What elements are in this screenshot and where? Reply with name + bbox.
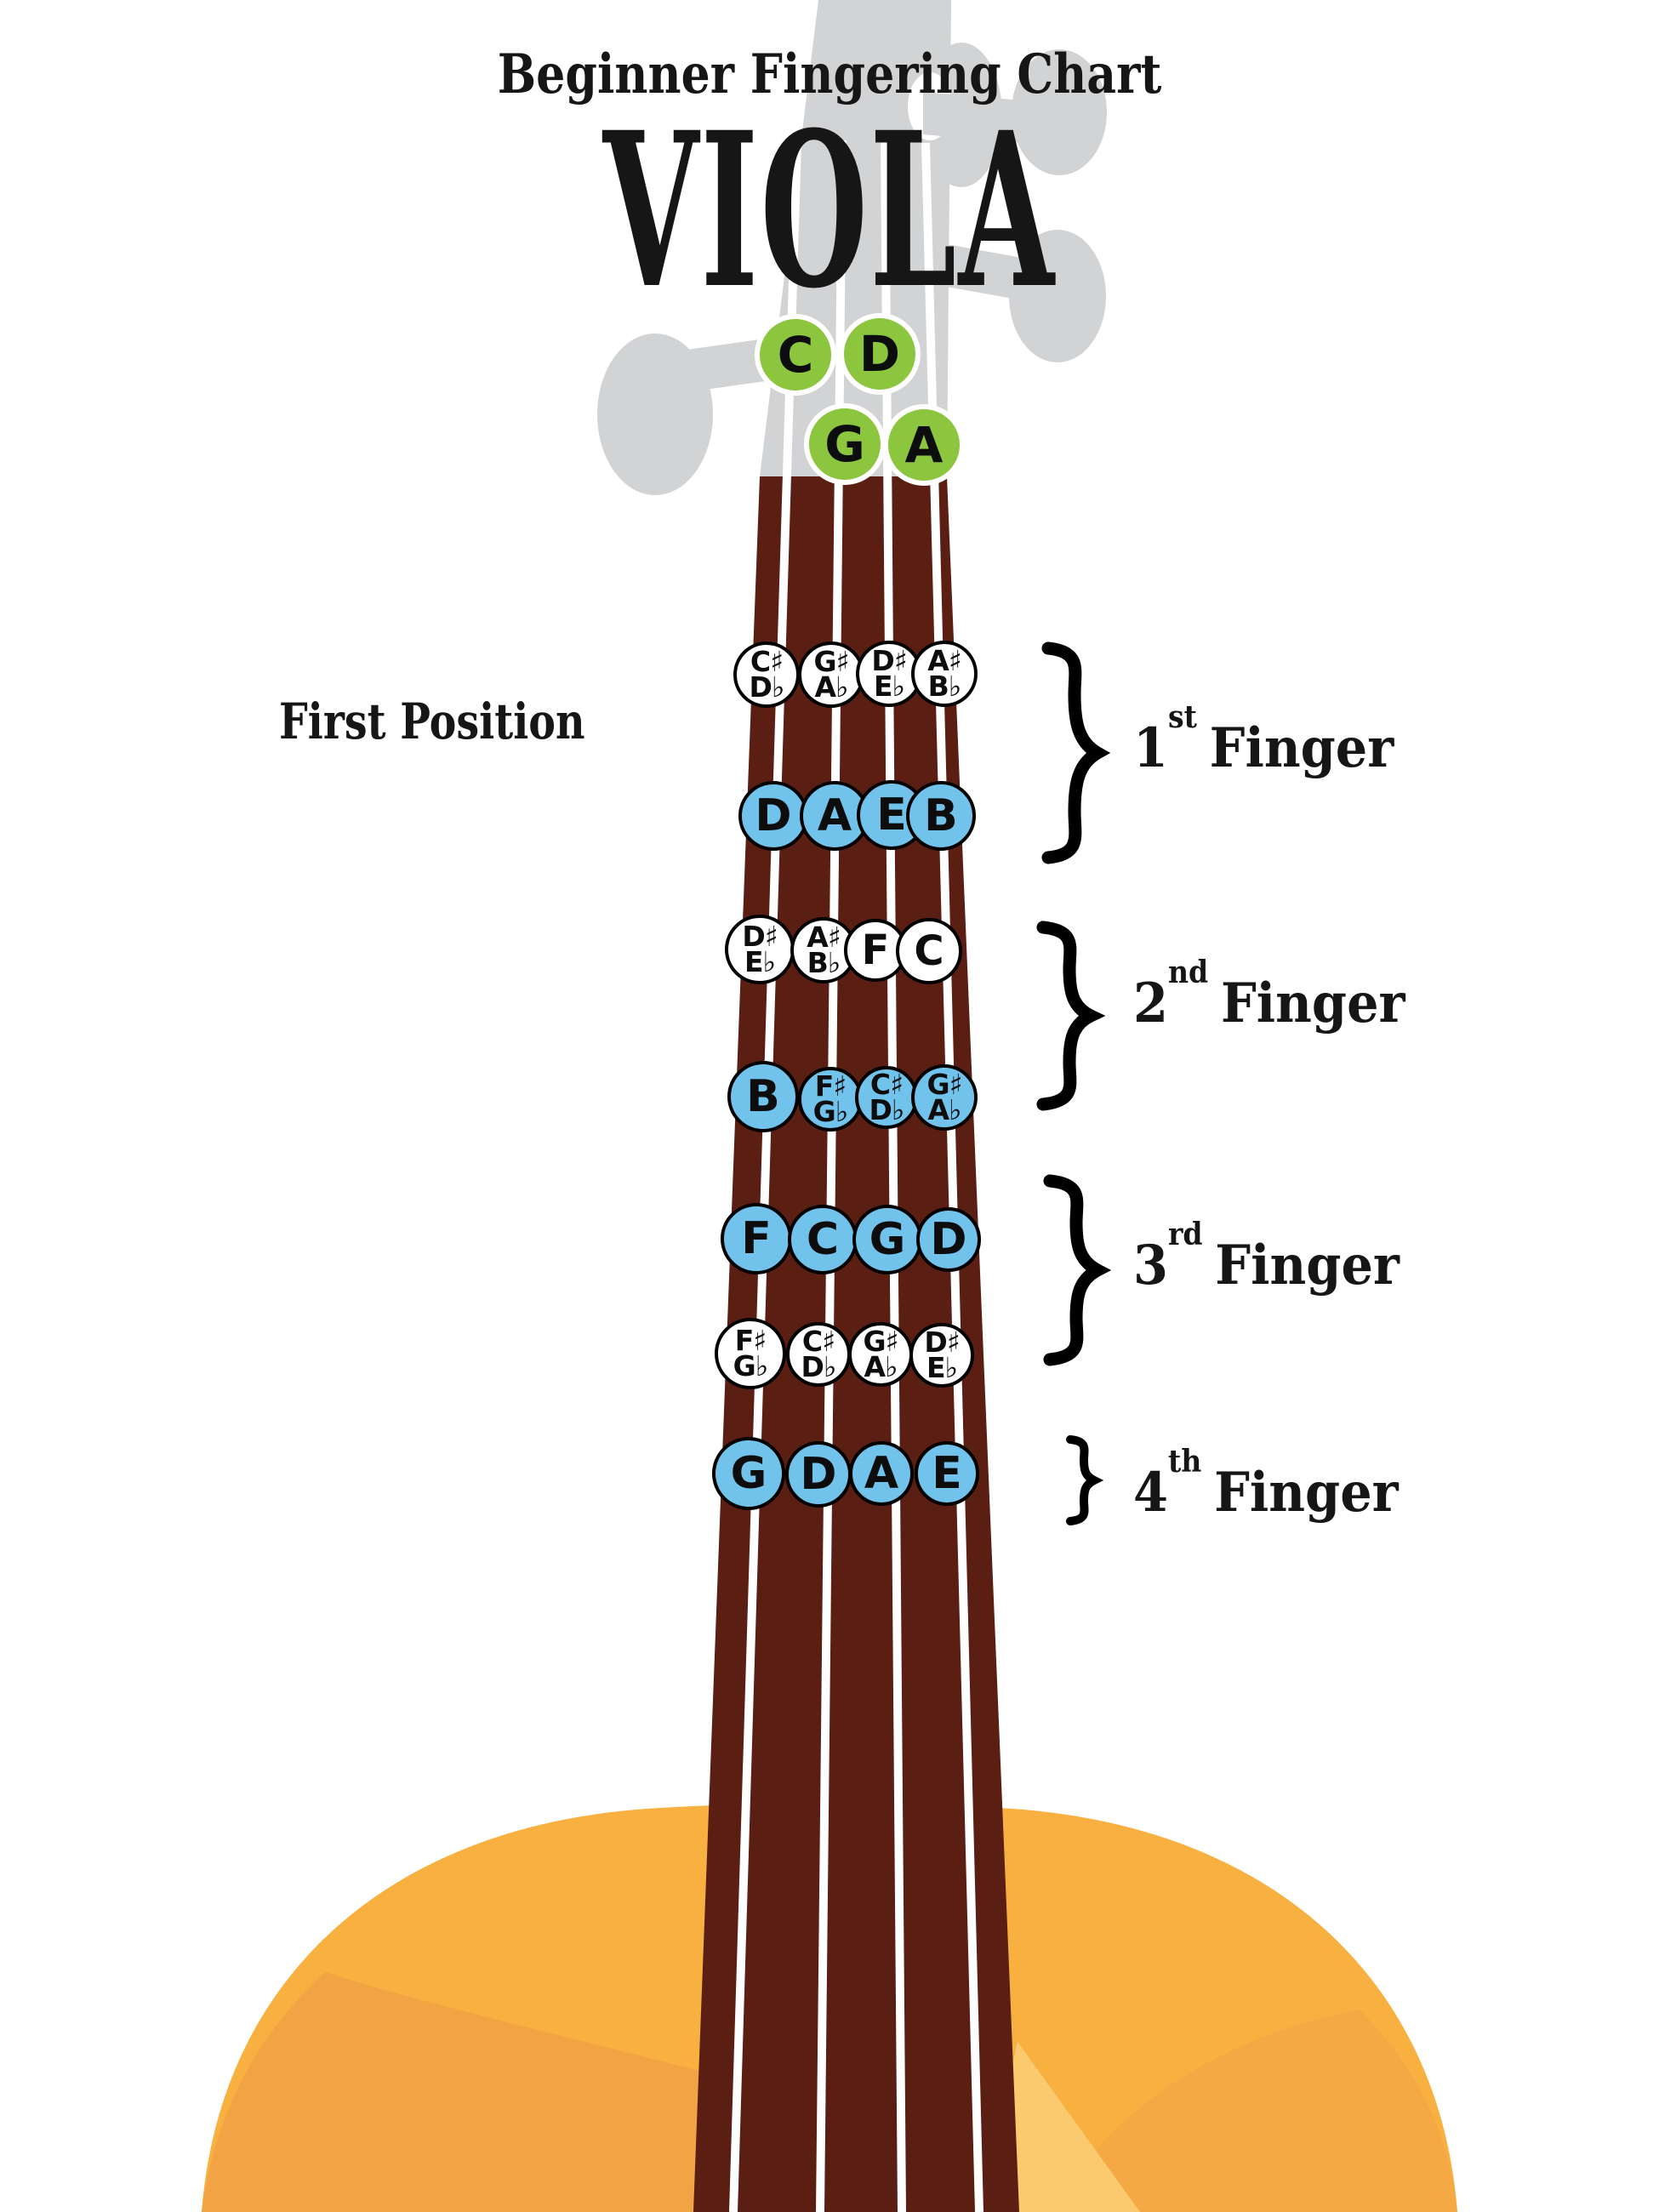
note-circle: A — [883, 404, 965, 486]
peg-upper-right-knob — [1012, 49, 1107, 175]
note-circle: D — [785, 1441, 852, 1508]
note-circle: F♯G♭ — [798, 1067, 863, 1132]
note-circle: D♯E♭ — [725, 915, 795, 984]
note-circle: B — [727, 1061, 799, 1132]
note-circle: C♯D♭ — [733, 641, 800, 708]
note-circle: C♯D♭ — [855, 1066, 918, 1129]
note-circle: B — [906, 781, 976, 851]
note-circle: G♯A♭ — [848, 1322, 913, 1387]
string-a — [921, 142, 983, 2212]
note-circle: A — [849, 1441, 914, 1506]
note-circle: D — [839, 313, 921, 395]
curly-brace-1st — [1041, 641, 1111, 864]
note-circle: G — [804, 403, 886, 485]
note-circle: D — [738, 781, 808, 851]
note-circle: D — [916, 1207, 981, 1272]
note-circle: G — [852, 1205, 922, 1274]
note-circle: A♯B♭ — [911, 641, 978, 707]
note-circle: G♯A♭ — [798, 641, 864, 708]
string-c — [729, 142, 801, 2212]
note-circle: F — [844, 919, 907, 982]
chart-title: VIOLA — [602, 85, 1057, 335]
note-circle: D♯E♭ — [856, 641, 922, 707]
peg-left-knob — [597, 334, 713, 495]
note-circle: C♯D♭ — [786, 1322, 851, 1387]
note-circle: E — [915, 1441, 979, 1506]
scroll-and-pegs — [597, 0, 1107, 495]
note-circle: D♯E♭ — [909, 1323, 974, 1388]
note-circle: C — [755, 314, 836, 396]
curly-brace-3rd — [1043, 1174, 1112, 1366]
string-d — [881, 140, 906, 2212]
curly-brace-4th — [1066, 1435, 1104, 1525]
strings — [729, 140, 983, 2212]
note-circle: F♯G♭ — [715, 1318, 786, 1389]
braces — [1036, 641, 1112, 1525]
position-label: First Position — [279, 693, 585, 750]
note-circle: G — [712, 1437, 785, 1510]
string-g — [816, 140, 847, 2212]
peg-lower-right-knob — [1009, 230, 1106, 362]
note-circle: C — [788, 1205, 858, 1274]
note-circle: C — [896, 918, 962, 984]
curly-brace-2nd — [1036, 921, 1106, 1111]
note-circle: G♯A♭ — [911, 1064, 978, 1131]
note-circle: F — [721, 1203, 792, 1274]
chart-subtitle: Beginner Fingering Chart — [497, 43, 1162, 106]
